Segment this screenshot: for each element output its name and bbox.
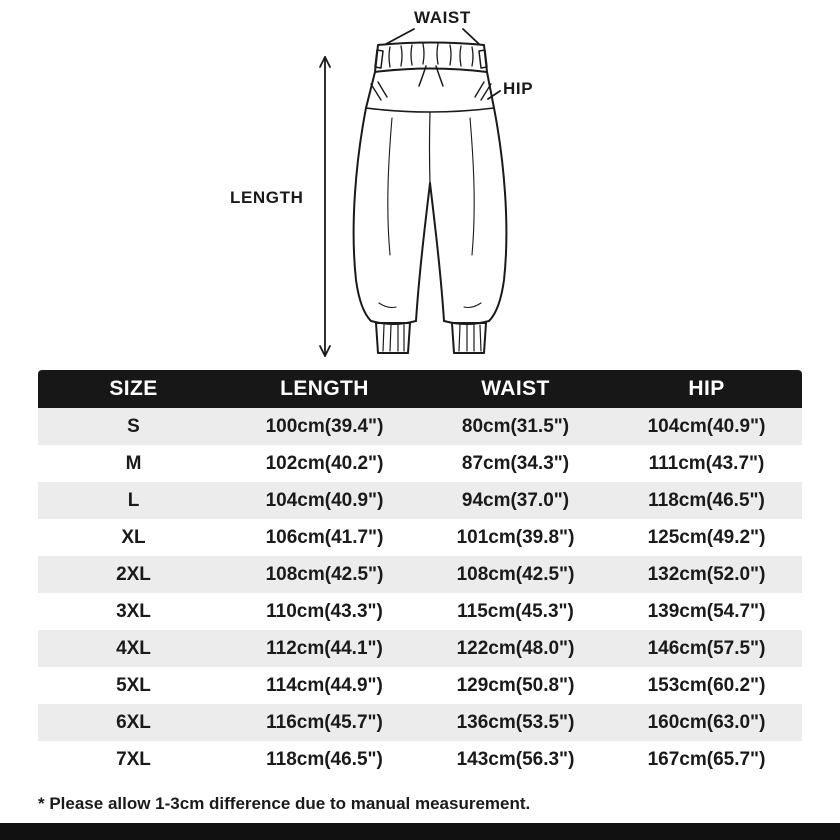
length-cell: 100cm(39.4") bbox=[229, 408, 420, 445]
waist-cell: 115cm(45.3") bbox=[420, 593, 611, 630]
size-table-header: SIZE LENGTH WAIST HIP bbox=[38, 370, 802, 408]
column-header-waist: WAIST bbox=[420, 370, 611, 408]
length-cell: 108cm(42.5") bbox=[229, 556, 420, 593]
size-cell: XL bbox=[38, 519, 229, 556]
column-header-hip: HIP bbox=[611, 370, 802, 408]
size-table: SIZE LENGTH WAIST HIP S 100cm(39.4") 80c… bbox=[38, 370, 802, 778]
length-arrow bbox=[319, 56, 331, 357]
waist-cell: 136cm(53.5") bbox=[420, 704, 611, 741]
hip-cell: 160cm(63.0") bbox=[611, 704, 802, 741]
table-row: 6XL 116cm(45.7") 136cm(53.5") 160cm(63.0… bbox=[38, 704, 802, 741]
column-header-length: LENGTH bbox=[229, 370, 420, 408]
waist-label: WAIST bbox=[414, 8, 471, 27]
size-cell: 5XL bbox=[38, 667, 229, 704]
hip-cell: 139cm(54.7") bbox=[611, 593, 802, 630]
table-row: L 104cm(40.9") 94cm(37.0") 118cm(46.5") bbox=[38, 482, 802, 519]
size-cell: 6XL bbox=[38, 704, 229, 741]
waist-cell: 122cm(48.0") bbox=[420, 630, 611, 667]
bottom-bar bbox=[0, 823, 840, 840]
hip-cell: 104cm(40.9") bbox=[611, 408, 802, 445]
measurement-disclaimer: * Please allow 1-3cm difference due to m… bbox=[38, 794, 531, 813]
length-cell: 106cm(41.7") bbox=[229, 519, 420, 556]
measurement-diagram: WAIST HIP LENGTH bbox=[0, 0, 840, 366]
hip-cell: 132cm(52.0") bbox=[611, 556, 802, 593]
length-cell: 116cm(45.7") bbox=[229, 704, 420, 741]
length-cell: 118cm(46.5") bbox=[229, 741, 420, 778]
length-cell: 104cm(40.9") bbox=[229, 482, 420, 519]
size-cell: 7XL bbox=[38, 741, 229, 778]
hip-cell: 111cm(43.7") bbox=[611, 445, 802, 482]
table-row: 7XL 118cm(46.5") 143cm(56.3") 167cm(65.7… bbox=[38, 741, 802, 778]
table-row: 2XL 108cm(42.5") 108cm(42.5") 132cm(52.0… bbox=[38, 556, 802, 593]
length-cell: 110cm(43.3") bbox=[229, 593, 420, 630]
table-row: 4XL 112cm(44.1") 122cm(48.0") 146cm(57.5… bbox=[38, 630, 802, 667]
table-row: 3XL 110cm(43.3") 115cm(45.3") 139cm(54.7… bbox=[38, 593, 802, 630]
length-cell: 114cm(44.9") bbox=[229, 667, 420, 704]
table-row: 5XL 114cm(44.9") 129cm(50.8") 153cm(60.2… bbox=[38, 667, 802, 704]
length-cell: 102cm(40.2") bbox=[229, 445, 420, 482]
size-table-body: S 100cm(39.4") 80cm(31.5") 104cm(40.9") … bbox=[38, 408, 802, 778]
hip-cell: 146cm(57.5") bbox=[611, 630, 802, 667]
waist-cell: 143cm(56.3") bbox=[420, 741, 611, 778]
pants-line-drawing-icon bbox=[319, 28, 508, 357]
hip-cell: 118cm(46.5") bbox=[611, 482, 802, 519]
hip-cell: 167cm(65.7") bbox=[611, 741, 802, 778]
size-cell: 2XL bbox=[38, 556, 229, 593]
table-row: S 100cm(39.4") 80cm(31.5") 104cm(40.9") bbox=[38, 408, 802, 445]
length-label: LENGTH bbox=[230, 188, 304, 207]
table-row: XL 106cm(41.7") 101cm(39.8") 125cm(49.2"… bbox=[38, 519, 802, 556]
hip-pointer-line bbox=[487, 90, 501, 100]
waist-pointer-lines bbox=[385, 28, 480, 45]
size-cell: 4XL bbox=[38, 630, 229, 667]
size-cell: 3XL bbox=[38, 593, 229, 630]
pocket-marks bbox=[370, 81, 492, 101]
drawstring bbox=[418, 65, 444, 87]
hip-cell: 153cm(60.2") bbox=[611, 667, 802, 704]
waist-cell: 80cm(31.5") bbox=[420, 408, 611, 445]
hip-label: HIP bbox=[503, 79, 534, 98]
waist-cell: 129cm(50.8") bbox=[420, 667, 611, 704]
waistband bbox=[374, 41, 488, 73]
wrinkle-lines bbox=[378, 117, 482, 309]
belt-loops bbox=[374, 49, 488, 69]
waistband-gathers bbox=[388, 43, 474, 68]
size-cell: L bbox=[38, 482, 229, 519]
header-row: SIZE LENGTH WAIST HIP bbox=[38, 370, 802, 408]
size-table-container: SIZE LENGTH WAIST HIP S 100cm(39.4") 80c… bbox=[38, 370, 802, 778]
waist-cell: 101cm(39.8") bbox=[420, 519, 611, 556]
column-header-size: SIZE bbox=[38, 370, 229, 408]
waist-cell: 87cm(34.3") bbox=[420, 445, 611, 482]
table-row: M 102cm(40.2") 87cm(34.3") 111cm(43.7") bbox=[38, 445, 802, 482]
ankle-cuffs bbox=[375, 322, 487, 354]
length-cell: 112cm(44.1") bbox=[229, 630, 420, 667]
waist-cell: 108cm(42.5") bbox=[420, 556, 611, 593]
hip-cell: 125cm(49.2") bbox=[611, 519, 802, 556]
size-cell: M bbox=[38, 445, 229, 482]
size-cell: S bbox=[38, 408, 229, 445]
waist-cell: 94cm(37.0") bbox=[420, 482, 611, 519]
